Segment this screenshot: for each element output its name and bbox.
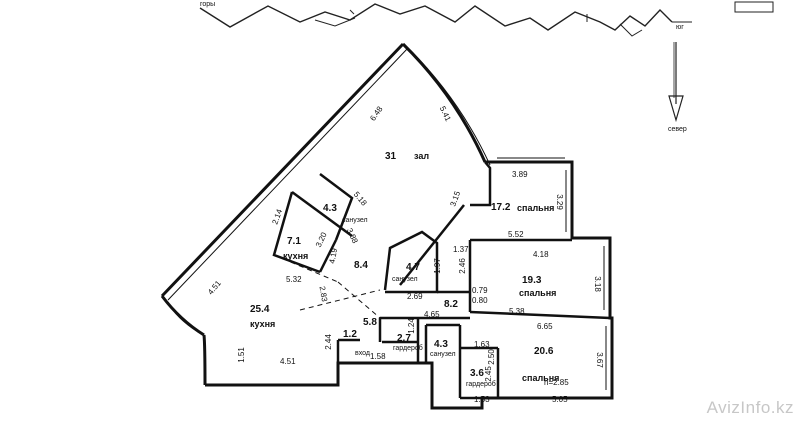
mountains-line — [199, 3, 673, 31]
dim-367: 3.67 — [594, 352, 604, 368]
wardrobe-2-area: 3.6 — [470, 368, 484, 379]
bedroom-3-height: h=2.85 — [544, 378, 569, 387]
dim-079: 0.79 — [472, 286, 488, 295]
mountains-label: горы — [200, 1, 216, 8]
dim-451b: 4.51 — [280, 357, 296, 366]
dim-532: 5.32 — [286, 275, 302, 284]
dim-244: 2.44 — [323, 334, 333, 350]
wardrobe-2-name: гардероб — [466, 381, 496, 388]
bedroom-3-area: 20.6 — [534, 346, 554, 357]
hall-name: зал — [414, 151, 430, 161]
bedroom-1-name: спальня — [517, 203, 555, 213]
kitchen-big-area: 25.4 — [250, 304, 270, 315]
kitchen-small-area: 7.1 — [287, 236, 301, 247]
dim-246: 2.46 — [457, 258, 467, 274]
bedroom-2-area: 19.3 — [522, 275, 542, 286]
dim-538: 5.38 — [509, 307, 525, 316]
dim-318: 3.18 — [592, 276, 602, 292]
south-label: юг — [676, 24, 684, 31]
outer-walls — [160, 42, 614, 410]
watermark: AvizInfo.kz — [706, 398, 794, 417]
dim-197: 1.97 — [432, 258, 442, 274]
dim-080: 0.80 — [472, 296, 488, 305]
bedroom-3-name: спальня — [522, 373, 560, 383]
wardrobe-1-name: гардероб — [393, 345, 423, 352]
wardrobe-1-area: 2.7 — [397, 333, 411, 344]
north-arrow-icon — [668, 42, 684, 123]
dim-269: 2.69 — [407, 292, 423, 301]
bath-top-area: 4.3 — [323, 203, 337, 214]
bath-mid-area: 4.7 — [406, 262, 420, 273]
dim-151: 1.51 — [236, 347, 246, 363]
dim-163: 1.63 — [474, 340, 490, 349]
bedroom-1-area: 17.2 — [491, 202, 511, 213]
dim-665: 6.65 — [537, 322, 553, 331]
hall-area: 31 — [385, 151, 397, 162]
kitchen-big-name: кухня — [250, 319, 276, 329]
hall-center-area: 8.2 — [444, 299, 458, 310]
bath-top-name: санузел — [342, 217, 368, 224]
dim-389: 3.89 — [512, 170, 528, 179]
corridor-area: 8.4 — [354, 260, 368, 271]
north-label: север — [668, 126, 687, 133]
entry-area: 5.8 — [363, 317, 377, 328]
dim-505: 5.05 — [552, 395, 568, 404]
dim-137: 1.37 — [453, 245, 469, 254]
entry-name: вход — [355, 350, 370, 357]
dim-124: 1.24 — [406, 318, 416, 334]
bedroom-2-name: спальня — [519, 288, 557, 298]
entry-12-area: 1.2 — [343, 329, 357, 340]
bath-low-name: санузел — [430, 351, 456, 358]
dim-418: 4.18 — [533, 250, 549, 259]
dim-153: 1.53 — [474, 395, 490, 404]
dim-283: 2.83 — [317, 285, 330, 303]
bath-low-area: 4.3 — [434, 339, 448, 350]
dim-158: 1.58 — [370, 352, 386, 361]
bath-mid-name: санузел — [392, 276, 418, 283]
dim-465: 4.65 — [424, 310, 440, 319]
interior-walls — [272, 161, 611, 400]
kitchen-small-name: кухня — [283, 251, 309, 261]
dim-552: 5.52 — [508, 230, 524, 239]
dim-329: 3.29 — [554, 194, 564, 210]
dim-245: 2.45 — [483, 366, 493, 382]
dim-250: 2.50 — [486, 349, 496, 365]
